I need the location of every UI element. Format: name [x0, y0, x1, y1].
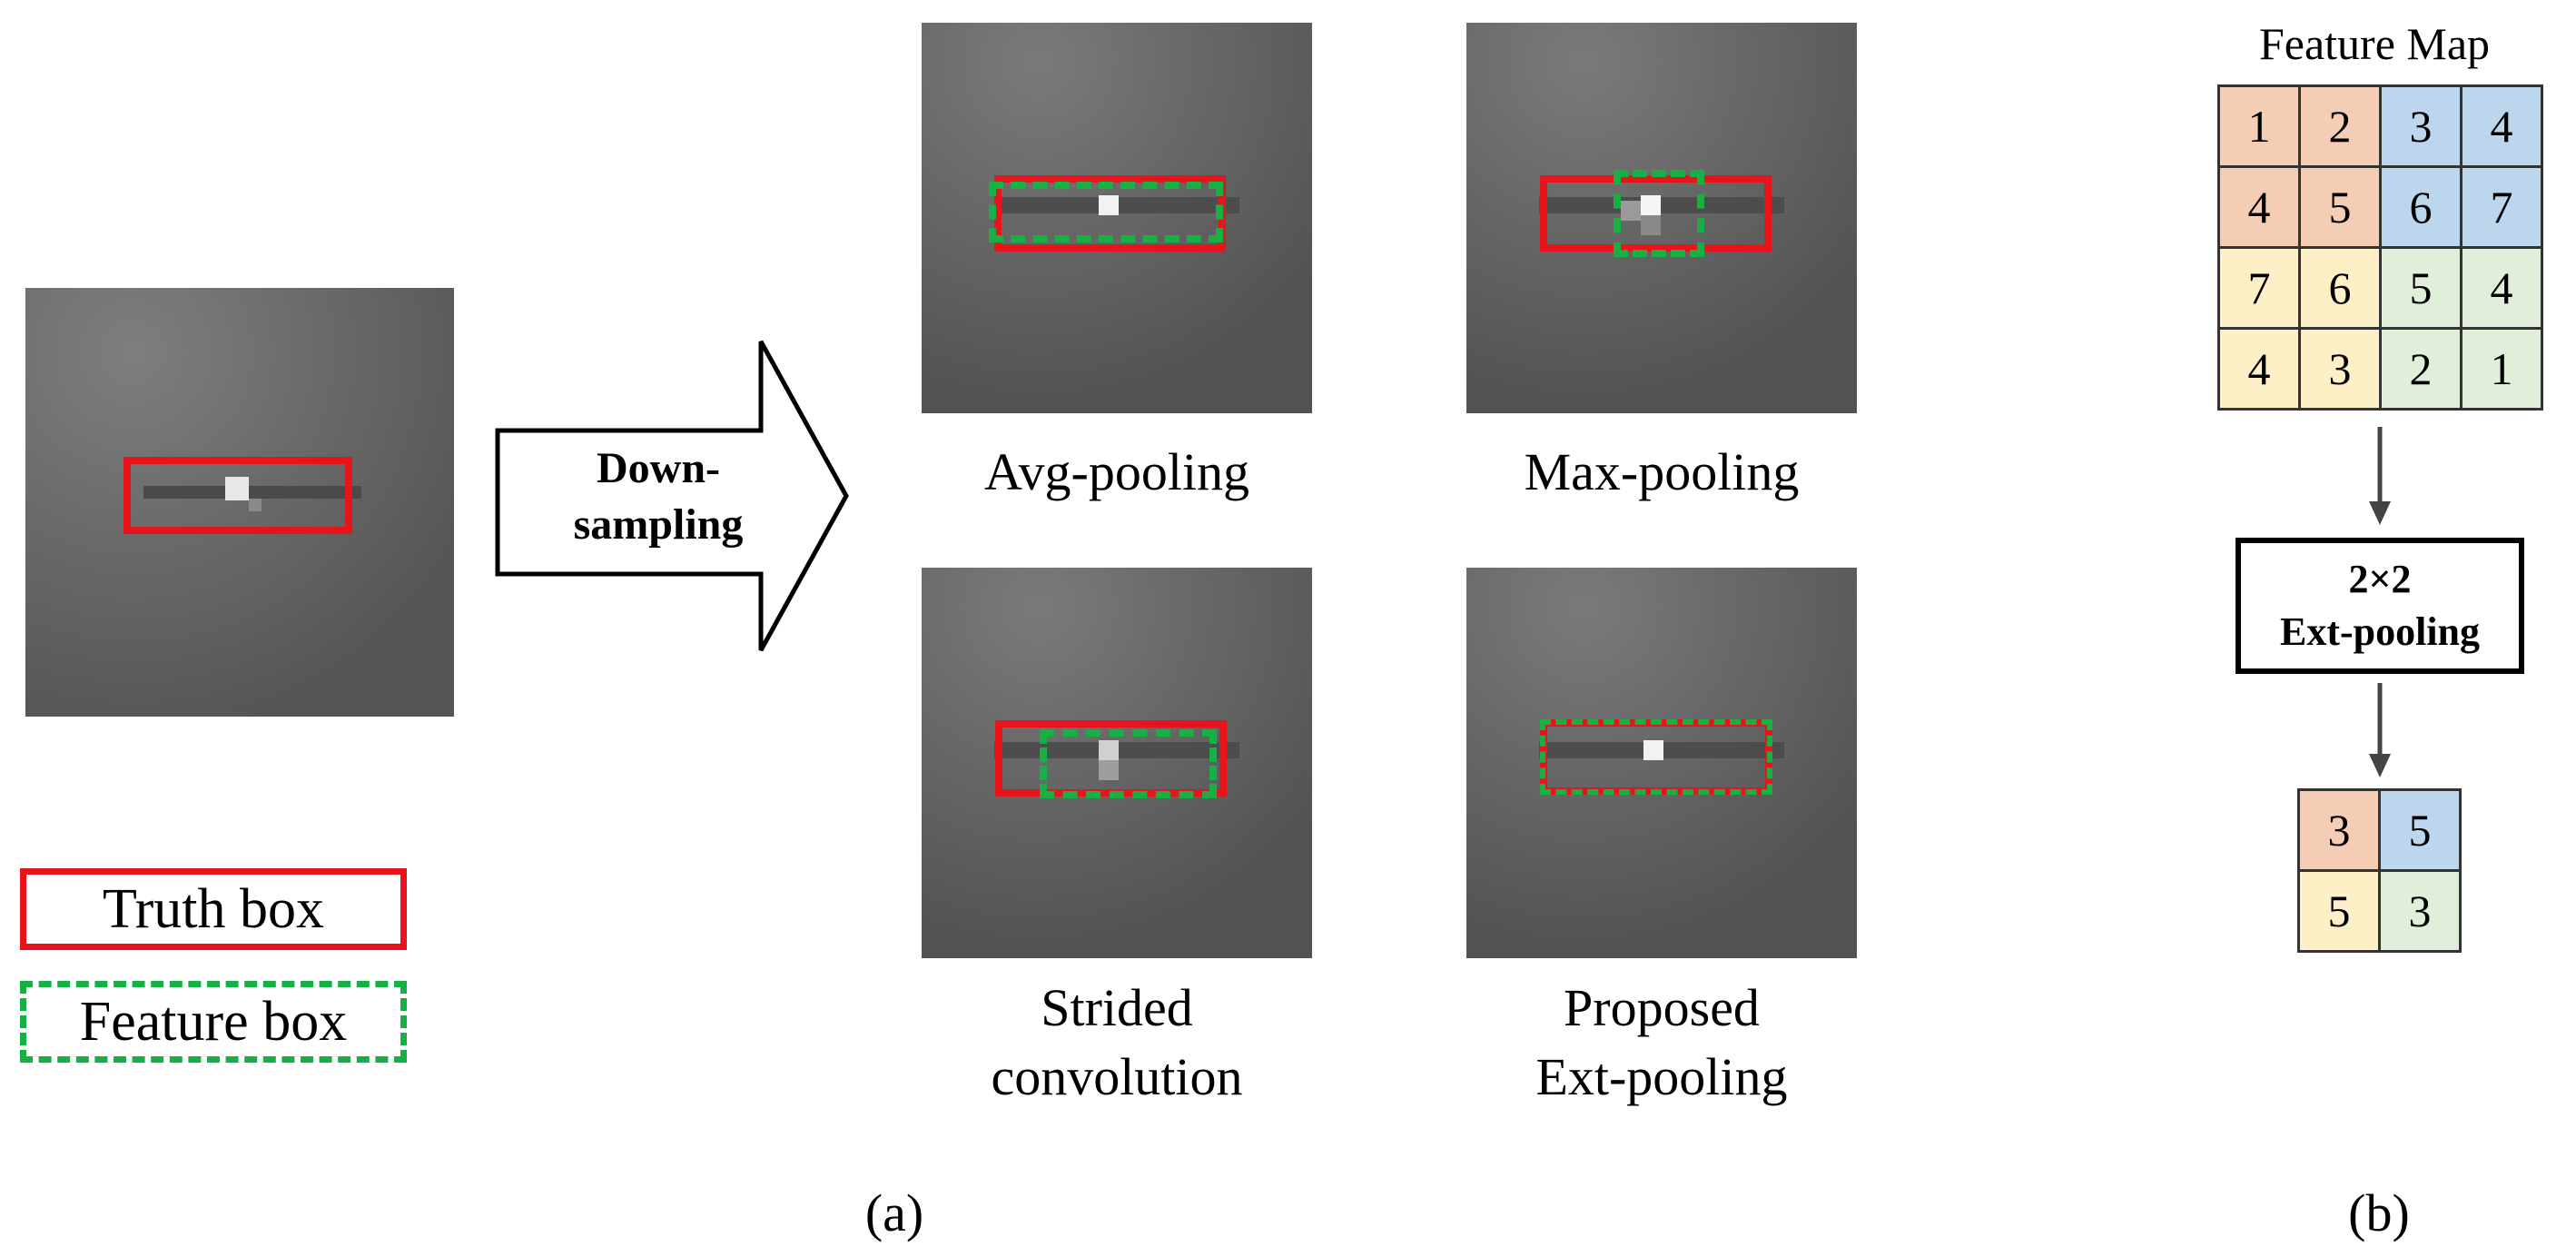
legend-truth-label: Truth box [102, 877, 325, 940]
downsampling-arrow [495, 340, 849, 652]
grid-cell: 3 [2298, 327, 2382, 411]
output-cell: 3 [2297, 788, 2381, 872]
grid-cell: 7 [2217, 246, 2301, 330]
legend-truth-box: Truth box [20, 868, 407, 950]
grid-cell: 6 [2298, 246, 2382, 330]
ext-label-line2: Ext-pooling [1535, 1047, 1788, 1106]
grid-cell: 6 [2379, 165, 2462, 249]
grid-cell: 4 [2460, 246, 2543, 330]
legend-feature-box: Feature box [20, 981, 407, 1063]
ext-feature-box [1540, 719, 1772, 795]
grid-cell: 3 [2379, 84, 2462, 168]
ext-pooling-op-box: 2×2 Ext-pooling [2235, 538, 2524, 674]
strided-feature-box [1040, 729, 1217, 798]
original-truth-box [123, 457, 352, 534]
max-pooling-patch [1466, 23, 1857, 413]
avg-pooling-label: Avg-pooling [983, 442, 1250, 501]
grid-cell: 5 [2298, 165, 2382, 249]
strided-label-line1: Strided [1041, 978, 1193, 1037]
grid-cell: 4 [2460, 84, 2543, 168]
caption-a: (a) [864, 1183, 924, 1242]
op-label-line2: Ext-pooling [2279, 609, 2481, 654]
arrow-label-line1: Down- [596, 444, 720, 492]
grid-cell: 4 [2217, 327, 2301, 411]
legend-feature-label: Feature box [79, 990, 348, 1053]
caption-b: (b) [2348, 1183, 2410, 1242]
output-cell: 5 [2378, 788, 2462, 872]
original-image-patch [25, 288, 454, 717]
max-truth-box [1540, 175, 1772, 252]
grid-cell: 5 [2379, 246, 2462, 330]
grid-cell: 1 [2217, 84, 2301, 168]
down-arrow-icon [2369, 427, 2391, 525]
grid-cell: 7 [2460, 165, 2543, 249]
output-cell: 3 [2378, 869, 2462, 953]
grid-cell: 4 [2217, 165, 2301, 249]
avg-feature-box [989, 182, 1223, 242]
ext-pooling-label: Proposed Ext-pooling [1466, 974, 1857, 1112]
strided-convolution-patch [922, 568, 1312, 958]
max-feature-box [1614, 170, 1704, 257]
arrow-label-line2: sampling [573, 500, 744, 549]
feature-map-title: Feature Map [2258, 18, 2491, 69]
avg-pooling-patch [922, 23, 1312, 413]
ext-label-line1: Proposed [1564, 978, 1760, 1037]
op-label-line1: 2×2 [2348, 557, 2412, 601]
ext-pooling-patch [1466, 568, 1857, 958]
strided-label: Strided convolution [922, 974, 1312, 1112]
max-pooling-label: Max-pooling [1524, 442, 1800, 501]
grid-cell: 1 [2460, 327, 2543, 411]
output-cell: 5 [2297, 869, 2381, 953]
grid-cell: 2 [2298, 84, 2382, 168]
grid-cell: 2 [2379, 327, 2462, 411]
down-arrow-icon [2369, 683, 2391, 777]
strided-label-line2: convolution [991, 1047, 1243, 1106]
